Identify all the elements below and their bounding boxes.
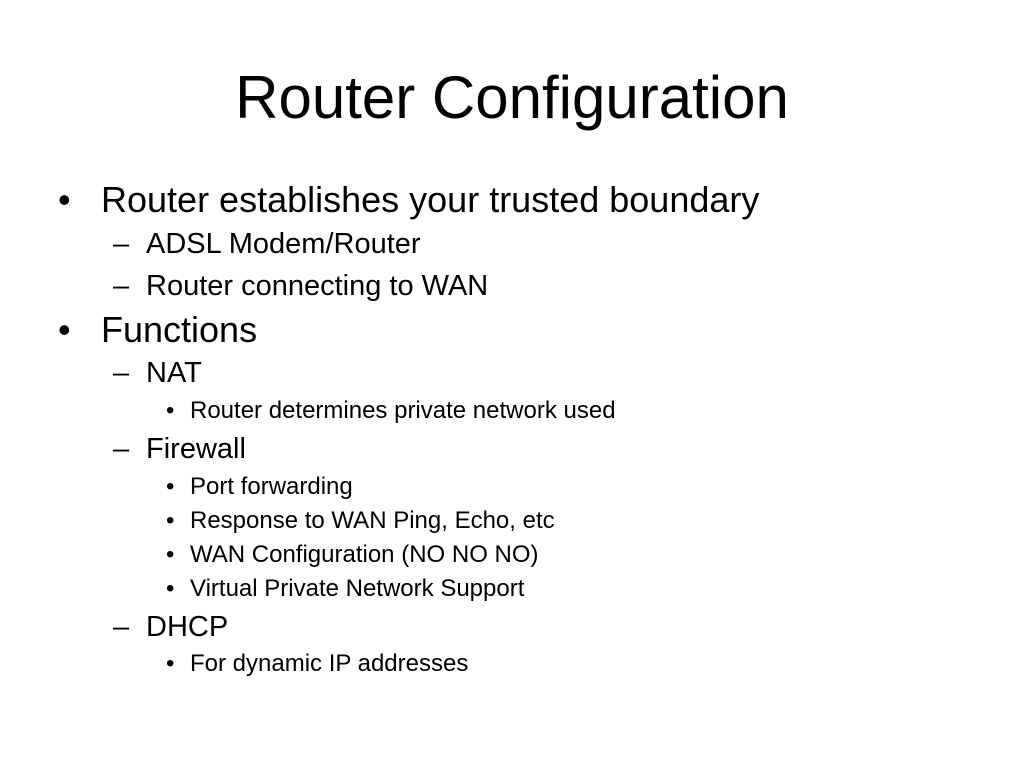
subitem-dhcp: DHCP [146,611,229,643]
subitem-firewall: Firewall [146,433,246,465]
subsubitem-vpn-support: Virtual Private Network Support [190,575,525,602]
bullet-marker: • [58,309,71,350]
small-bullet-marker: • [166,541,175,568]
dash-marker: – [113,433,130,465]
small-bullet-marker: • [166,473,175,500]
bullet-item-trusted-boundary: Router establishes your trusted boundary [101,179,760,220]
subsubitem-private-network: Router determines private network used [190,397,616,424]
subitem-nat: NAT [146,357,202,389]
subsubitem-wan-ping-echo: Response to WAN Ping, Echo, etc [190,507,555,534]
dash-marker: – [113,357,130,389]
bullet-item-functions: Functions [101,309,258,350]
small-bullet-marker: • [166,575,175,602]
small-bullet-marker: • [166,507,175,534]
subsubitem-port-forwarding: Port forwarding [190,473,353,500]
small-bullet-marker: • [166,650,175,677]
small-bullet-marker: • [166,397,175,424]
dash-marker: – [113,270,130,302]
subsubitem-wan-configuration: WAN Configuration (NO NO NO) [190,541,539,568]
dash-marker: – [113,611,130,643]
subitem-router-connecting-wan: Router connecting to WAN [146,270,489,302]
slide-title: Router Configuration [235,64,789,131]
dash-marker: – [113,228,130,260]
bullet-marker: • [58,179,71,220]
subsubitem-dynamic-ip: For dynamic IP addresses [190,650,469,677]
subitem-adsl-modem-router: ADSL Modem/Router [146,228,421,260]
